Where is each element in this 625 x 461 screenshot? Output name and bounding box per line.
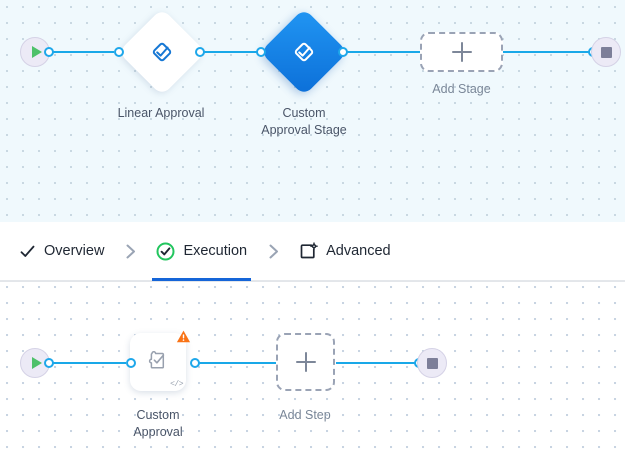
step-label-custom-approval: Custom Approval bbox=[133, 408, 183, 439]
port-custom-approval-in[interactable] bbox=[126, 358, 136, 368]
stop-icon bbox=[600, 46, 612, 58]
warning-triangle-icon[interactable] bbox=[176, 329, 191, 344]
stage-end-node[interactable] bbox=[591, 37, 621, 67]
check-icon bbox=[19, 243, 36, 260]
add-step-button[interactable] bbox=[276, 333, 335, 391]
edge-custom-to-add-stage bbox=[340, 51, 420, 53]
port-start-out[interactable] bbox=[44, 47, 54, 57]
step-node-custom-approval[interactable]: </> bbox=[130, 330, 191, 391]
stop-icon bbox=[426, 357, 438, 369]
port-custom-approval-stage-in[interactable] bbox=[256, 47, 266, 57]
tab-execution-label: Execution bbox=[183, 243, 248, 259]
tab-overview[interactable]: Overview bbox=[17, 222, 106, 281]
chevron-right-icon bbox=[106, 243, 154, 260]
tab-overview-label: Overview bbox=[44, 243, 105, 259]
check-circle-icon bbox=[156, 242, 175, 261]
edge-add-stage-to-end bbox=[502, 51, 592, 53]
add-stage-label: Add Stage bbox=[432, 82, 491, 96]
port-custom-approval-stage-out[interactable] bbox=[338, 47, 348, 57]
approval-diamond-check-icon bbox=[149, 39, 175, 65]
plus-icon bbox=[451, 42, 472, 62]
edge-linear-to-custom-approval bbox=[195, 51, 280, 53]
stage-pipeline-canvas[interactable]: Linear Approval Custom Approval Stage Ad… bbox=[0, 0, 625, 222]
plus-icon bbox=[295, 352, 316, 372]
stage-label-linear-approval: Linear Approval bbox=[117, 106, 205, 120]
play-icon bbox=[31, 46, 42, 58]
section-tabbar: Overview Execution bbox=[0, 222, 625, 281]
canvas-divider bbox=[0, 281, 625, 282]
chevron-right-icon bbox=[249, 243, 297, 260]
step-pipeline-canvas[interactable]: </> Custom Approval Add Step bbox=[0, 281, 625, 461]
approval-diamond-check-icon bbox=[291, 39, 317, 65]
stage-label-custom-approval-stage: Custom Approval Stage bbox=[261, 106, 347, 137]
port-linear-approval-in[interactable] bbox=[114, 47, 124, 57]
port-custom-approval-out[interactable] bbox=[190, 358, 200, 368]
tab-execution[interactable]: Execution bbox=[152, 222, 251, 281]
edge-start-to-custom-approval bbox=[44, 362, 126, 364]
port-linear-approval-out[interactable] bbox=[195, 47, 205, 57]
edge-custom-approval-to-add-step bbox=[192, 362, 276, 364]
edge-add-step-to-end bbox=[336, 362, 418, 364]
tab-advanced-label: Advanced bbox=[326, 243, 391, 259]
play-icon bbox=[31, 357, 42, 369]
edge-start-to-linear-approval bbox=[44, 51, 114, 53]
tab-advanced[interactable]: Advanced bbox=[297, 222, 393, 281]
add-stage-button[interactable] bbox=[420, 32, 503, 72]
stage-node-custom-approval-stage[interactable] bbox=[260, 8, 348, 96]
port-step-start-out[interactable] bbox=[44, 358, 54, 368]
add-step-label: Add Step bbox=[279, 408, 331, 422]
step-end-node[interactable] bbox=[417, 348, 447, 378]
stage-start-node[interactable] bbox=[20, 37, 50, 67]
code-badge-icon[interactable]: </> bbox=[170, 380, 183, 389]
stage-node-linear-approval[interactable] bbox=[118, 8, 206, 96]
card-gear-icon bbox=[299, 241, 318, 261]
puzzle-check-icon bbox=[143, 345, 173, 380]
